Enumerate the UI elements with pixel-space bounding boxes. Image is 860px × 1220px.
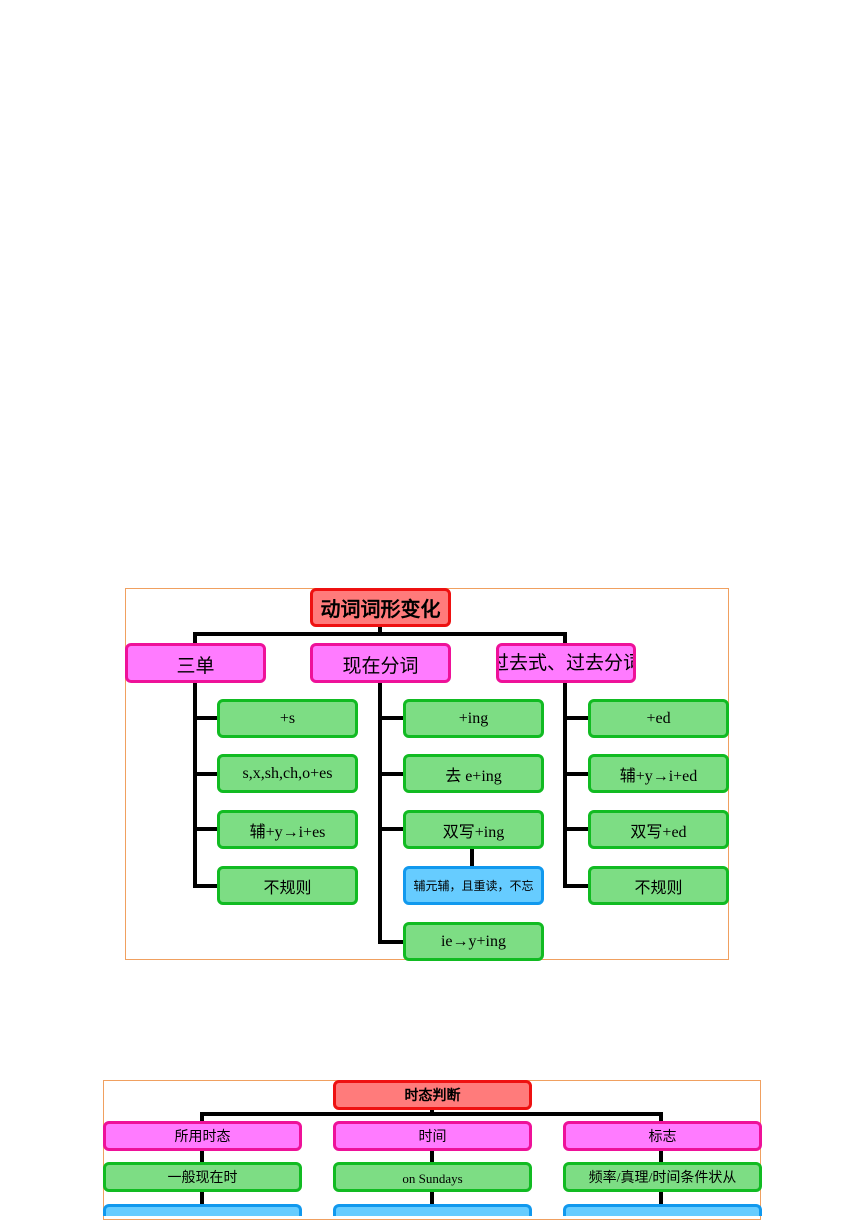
d1-col2-item: 双写+ing <box>403 810 544 849</box>
d2-category-time: 时间 <box>333 1121 532 1151</box>
d1-root: 动词词形变化 <box>310 588 451 627</box>
d1-drop-col1 <box>193 632 197 644</box>
d1-col1-item: 辅+y→i+es <box>217 810 358 849</box>
d1-col1-item: 不规则 <box>217 866 358 905</box>
d1-col1-tick <box>193 716 218 720</box>
d1-col3-tick <box>563 772 589 776</box>
d2-stem-col2-lower <box>430 1191 434 1205</box>
d1-col2-item: +ing <box>403 699 544 738</box>
d2-stem-col3-lower <box>659 1191 663 1205</box>
d1-col2-item: 去 e+ing <box>403 754 544 793</box>
d2-category-tense: 所用时态 <box>103 1121 302 1151</box>
d1-col3-tick <box>563 827 589 831</box>
d1-col2-tick <box>378 772 404 776</box>
d1-col3-tick <box>563 716 589 720</box>
d1-category-present-participle: 现在分词 <box>310 643 451 683</box>
d2-col1-next-box <box>103 1204 302 1216</box>
d1-col1-tick <box>193 772 218 776</box>
d2-drop-col1 <box>200 1112 204 1122</box>
d2-stem-col1 <box>200 1149 204 1163</box>
d1-col3-item: 双写+ed <box>588 810 729 849</box>
d1-col2-tick <box>378 940 404 944</box>
d2-col2-item: on Sundays <box>333 1162 532 1192</box>
d1-col2-tick <box>378 827 404 831</box>
d1-col2-spine <box>378 682 382 944</box>
d2-col2-next-box <box>333 1204 532 1216</box>
d1-col2-item: ie→y+ing <box>403 922 544 961</box>
d1-col2-note: 辅元辅，且重读，不忘 <box>403 866 544 905</box>
d2-col3-item: 频率/真理/时间条件状从 <box>563 1162 762 1192</box>
d2-root: 时态判断 <box>333 1080 532 1110</box>
d1-col1-tick <box>193 884 218 888</box>
d1-col1-item: s,x,sh,ch,o+es <box>217 754 358 793</box>
d1-col1-item: +s <box>217 699 358 738</box>
d1-col3-spine <box>563 682 567 888</box>
d2-stem-col1-lower <box>200 1191 204 1205</box>
d2-top-bar <box>200 1112 663 1116</box>
d2-stem-col3 <box>659 1149 663 1163</box>
d1-col3-tick <box>563 884 589 888</box>
d1-col3-item: +ed <box>588 699 729 738</box>
d1-category-san-dan: 三单 <box>125 643 266 683</box>
d2-drop-col3 <box>659 1112 663 1122</box>
d1-drop-col3 <box>563 632 567 644</box>
d1-col2-tick <box>378 716 404 720</box>
d1-col3-item: 不规则 <box>588 866 729 905</box>
d1-top-bar <box>193 632 567 636</box>
d1-col3-item: 辅+y→i+ed <box>588 754 729 793</box>
d1-col1-spine <box>193 682 197 888</box>
d1-col1-tick <box>193 827 218 831</box>
d2-col1-item: 一般现在时 <box>103 1162 302 1192</box>
d2-category-marker: 标志 <box>563 1121 762 1151</box>
d1-note-stem <box>470 848 474 866</box>
d1-category-past-forms: 过去式、过去分词 <box>496 643 636 683</box>
d1-root-stem <box>378 625 382 636</box>
d2-col3-next-box <box>563 1204 762 1216</box>
d2-stem-col2 <box>430 1149 434 1163</box>
